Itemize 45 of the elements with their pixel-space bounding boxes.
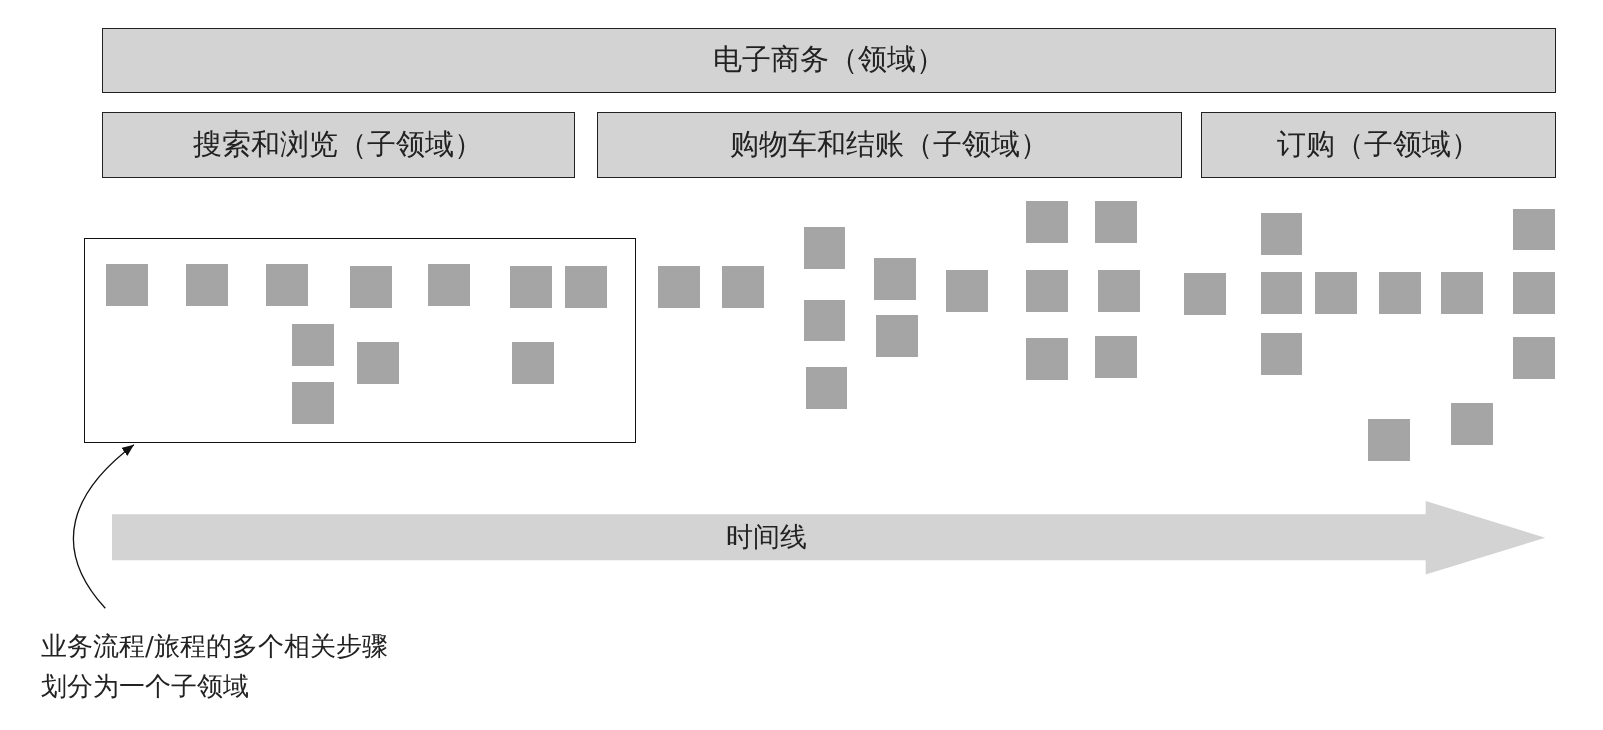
sticky-note xyxy=(1513,208,1555,251)
subdomain-header: 搜索和浏览（子领域） xyxy=(102,112,575,178)
sticky-note xyxy=(1379,271,1421,314)
sticky-note xyxy=(510,265,552,308)
domain-header: 电子商务（领域） xyxy=(102,27,1556,93)
sticky-note xyxy=(1026,338,1069,381)
sticky-note xyxy=(1183,272,1226,315)
sticky-note xyxy=(1026,269,1069,312)
annotation-text: 业务流程/旅程的多个相关步骤划分为一个子领域 xyxy=(40,625,389,712)
sticky-note xyxy=(512,342,555,385)
sticky-note xyxy=(349,265,392,308)
sticky-note xyxy=(1094,336,1137,379)
sticky-note xyxy=(1441,271,1484,314)
sticky-note xyxy=(1094,201,1137,244)
sticky-note xyxy=(292,382,335,425)
sticky-note xyxy=(292,324,335,366)
sticky-note xyxy=(1260,333,1303,376)
sticky-note xyxy=(803,299,846,342)
sticky-note xyxy=(186,263,228,306)
sticky-note xyxy=(1097,269,1140,312)
sticky-note xyxy=(565,265,608,308)
sticky-note xyxy=(876,314,919,357)
timeline-label: 时间线 xyxy=(725,520,807,555)
sticky-note xyxy=(1314,271,1357,314)
sticky-note xyxy=(1260,212,1303,255)
sticky-note xyxy=(265,263,308,306)
sticky-note xyxy=(1260,271,1303,314)
leader-line xyxy=(72,444,135,609)
sticky-note xyxy=(1513,337,1555,380)
sticky-note xyxy=(1450,402,1493,445)
sticky-note xyxy=(945,269,988,312)
sticky-note xyxy=(1367,419,1410,462)
sticky-note xyxy=(721,265,764,308)
subdomain-header: 订购（子领域） xyxy=(1201,112,1556,178)
sticky-note xyxy=(106,263,149,306)
grouping-frame xyxy=(83,238,636,443)
sticky-note xyxy=(1026,201,1069,244)
sticky-note xyxy=(428,263,471,306)
sticky-note xyxy=(1513,271,1555,314)
sticky-note xyxy=(805,367,848,409)
sticky-note xyxy=(874,257,916,300)
sticky-note xyxy=(658,265,701,308)
sticky-note xyxy=(356,342,399,385)
sticky-note xyxy=(803,226,846,269)
subdomain-header: 购物车和结账（子领域） xyxy=(597,112,1182,178)
